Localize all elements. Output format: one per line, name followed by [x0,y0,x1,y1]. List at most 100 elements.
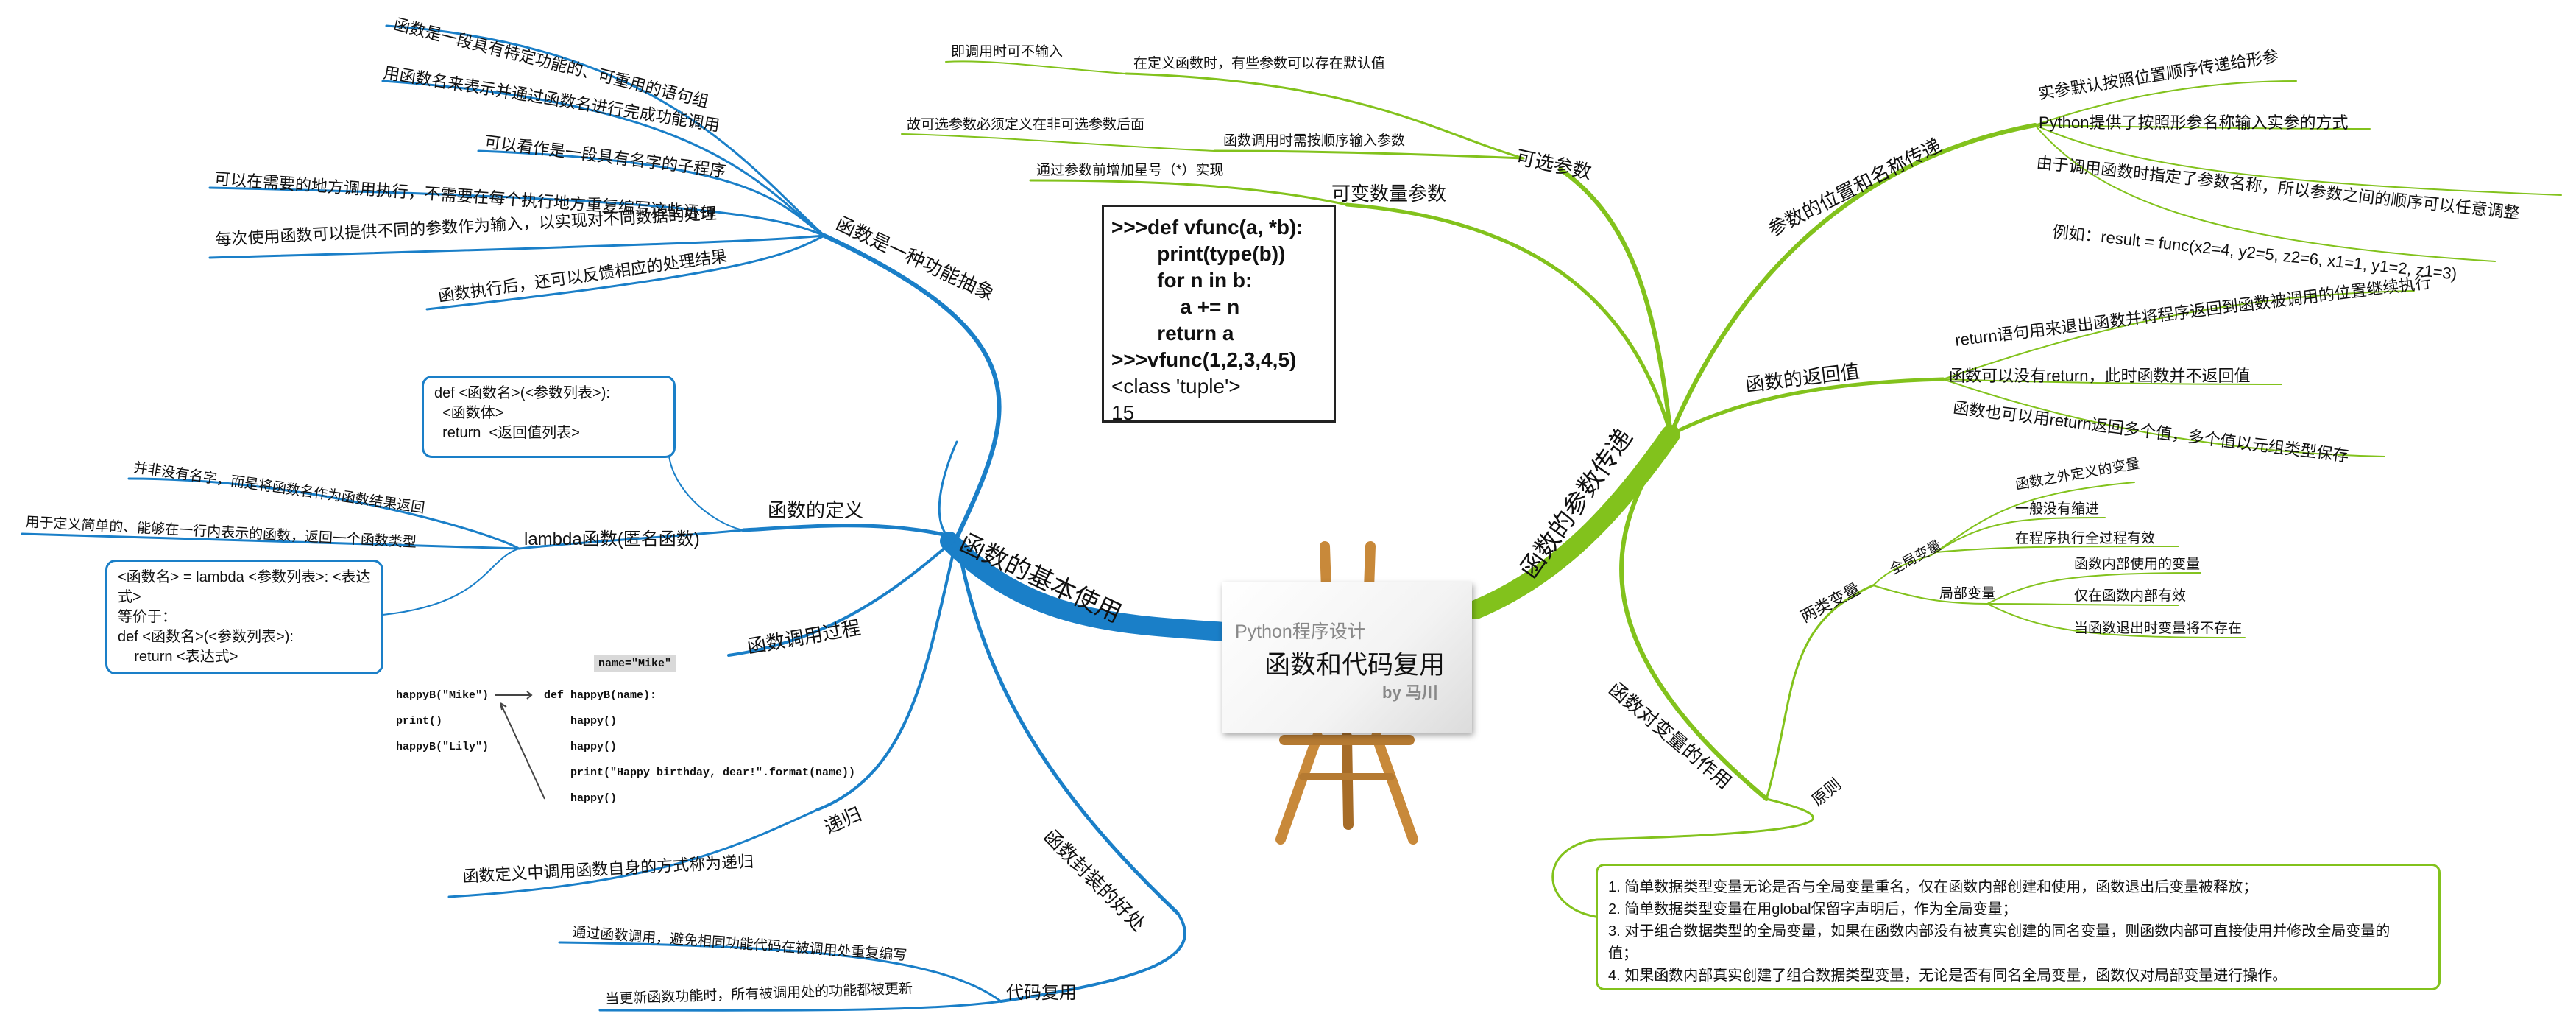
code-line: >>>def vfunc(a, *b): [1111,216,1303,239]
optional-item: 函数调用时需按顺序输入参数 [1223,133,1406,149]
call-code-left: happyB("Lily") [396,741,489,753]
code-line: print(type(b)) [1111,242,1286,265]
call-arrows [495,691,545,800]
main-branch-blue [940,532,1235,641]
principle-line: 4. 如果函数内部真实创建了组合数据类型变量，无论是否有同名全局变量，函数仅对局… [1608,968,2287,984]
leaf [999,912,1186,1003]
code-line: >>>vfunc(1,2,3,4,5) [1111,348,1297,371]
connector-abstraction [822,233,1002,540]
principle-line: 1. 简单数据类型变量无论是否与全局变量重名，仅在函数内部创建和使用，函数退出后… [1608,879,2258,895]
call-code-left: print() [396,715,443,727]
lambda-label[interactable]: lambda函数(匿名函数) [524,529,700,549]
code-reuse-label[interactable]: 代码复用 [1006,983,1077,1003]
main-branch-green [1466,425,1680,619]
lambda-line: <函数名> = lambda <参数列表>: <表达 [118,569,371,585]
principle-line: 值； [1608,945,1638,962]
connector [938,440,958,543]
variadic-code-box: >>>def vfunc(a, *b): print(type(b)) for … [1102,205,1336,424]
leaf [1986,603,2179,606]
def-syntax-line: <函数体> [434,405,504,421]
def-syntax-box: def <函数名>(<参数列表>): <函数体> return <返回值列表> [422,376,676,458]
optional-item: 在定义函数时，有些参数可以存在默认值 [1133,56,1386,71]
leaf [208,186,826,237]
optional-sub-item: 故可选参数必须定义在非可选参数后面 [907,117,1145,133]
branch-variadic-params[interactable]: 可变数量参数 [1331,183,1447,205]
call-arg-tag: name="Mike" [594,655,676,672]
leaf [2034,80,2297,126]
leaf [1942,378,2282,385]
leaf [1986,603,2246,638]
center-title: 函数和代码复用 [1264,651,1446,680]
optional-sub-item: 即调用时可不输入 [951,44,1064,60]
lambda-line: def <函数名>(<参数列表>): [118,629,294,645]
local-variable[interactable]: 局部变量 [1939,586,1996,602]
leaf [1942,378,2385,457]
leaf [1213,149,1525,160]
leaf [425,234,826,311]
connector-definition [741,524,959,540]
leaf [477,149,826,237]
global-item: 在程序执行全过程有效 [2015,531,2156,546]
leaf [208,234,826,259]
leaf [1935,517,2106,553]
leaf [1872,585,1988,605]
branch-definition[interactable]: 函数的定义 [768,499,864,521]
lambda-line: 式> [118,589,141,605]
connector-position [1669,123,2037,437]
code-line: a += n [1111,295,1240,318]
leaf [2034,124,2562,196]
leaf [598,1000,1002,1012]
def-syntax-line: return <返回值列表> [434,425,580,441]
principle-line: 3. 对于组合数据类型的全局变量，如果在函数内部没有被真实创建的同名变量，则函数… [1608,923,2391,940]
leaf [382,548,520,616]
code-line: 15 [1111,401,1135,424]
leaf [901,133,1215,152]
center-topic[interactable]: Python程序设计 函数和代码复用 by 马川 [1222,582,1472,733]
def-syntax-line: def <函数名>(<参数列表>): [434,385,610,401]
connector-scope [1619,432,1769,801]
code-line: for n in b: [1111,269,1253,292]
code-line: return a [1111,322,1234,345]
leaf [447,808,818,898]
leaf [21,532,520,550]
call-code-right: happy() [570,715,618,727]
connector-variadic [1345,202,1673,437]
variadic-item: 通过参数前增加星号（*）实现 [1036,163,1224,178]
principle-line: 2. 简单数据类型变量在用global保留字声明后，作为全局变量； [1608,901,2017,917]
leaf [1986,572,2201,605]
leaf [1551,797,1814,918]
leaf [558,941,1002,1003]
call-code-right: happy() [570,741,618,753]
call-code-right: def happyB(name): [544,689,657,702]
call-code-left: happyB("Mike") [396,689,489,702]
center-subtitle: Python程序设计 [1235,621,1366,642]
position-item: Python提供了按照形参名称输入实参的方式 [2039,113,2349,132]
leaf [668,419,744,531]
call-code-right: happy() [570,792,618,805]
leaf [1125,72,1525,160]
leaf [1765,584,1875,800]
lambda-line: 等价于： [118,609,177,625]
leaf [1872,552,1936,586]
global-item: 一般没有缩进 [2015,501,2100,517]
connector-optional [1558,167,1673,437]
leaf [2034,124,2371,130]
leaf [127,477,520,550]
local-item: 函数内部使用的变量 [2074,557,2201,572]
return-item: 函数可以没有return，此时函数并不返回值 [1949,367,2251,385]
connector-call [727,536,958,657]
leaf [517,529,745,550]
lambda-line: return <表达式> [118,649,238,665]
leaf [1935,482,2135,553]
leaf [1029,179,1348,206]
center-author: by 马川 [1382,683,1438,702]
leaf [1935,546,2179,553]
local-item: 当函数退出时变量将不存在 [2074,621,2243,636]
connector-recursion [815,536,958,811]
code-line: <class 'tuple'> [1111,375,1241,398]
leaf [385,24,826,237]
leaf [2034,124,2496,262]
call-code-right: print("Happy birthday, dear!".format(nam… [570,767,856,779]
leaf [1942,290,2415,380]
